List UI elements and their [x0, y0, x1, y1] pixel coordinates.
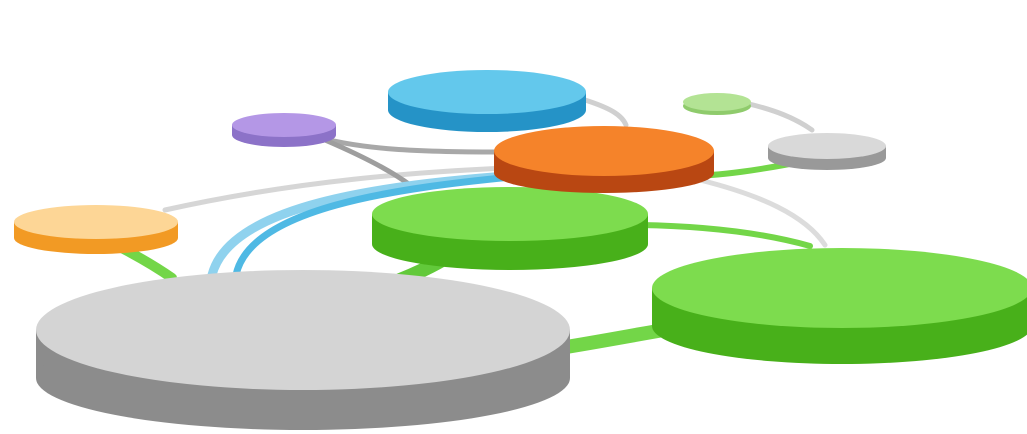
light-orange-disc [14, 205, 178, 254]
connector-light-green-to-small-gray [742, 100, 815, 133]
center-green-disc [372, 187, 648, 270]
connector-orange-to-large-green [697, 177, 828, 248]
connector-purple-to-center-green [322, 137, 413, 188]
light-green-disc [683, 93, 751, 115]
connector-light-orange-to-orange [162, 165, 508, 213]
purple-disc [232, 113, 336, 147]
blue-disc [388, 70, 586, 132]
connector-center-green-to-large-green [637, 222, 813, 249]
small-gray-disc [768, 133, 886, 170]
connector-orange-to-large-gray-blue-inner [232, 172, 526, 279]
orange-disc [494, 126, 714, 193]
connector-blue-to-orange [582, 97, 629, 128]
large-green-disc [652, 248, 1027, 364]
large-gray-disc [36, 270, 570, 430]
